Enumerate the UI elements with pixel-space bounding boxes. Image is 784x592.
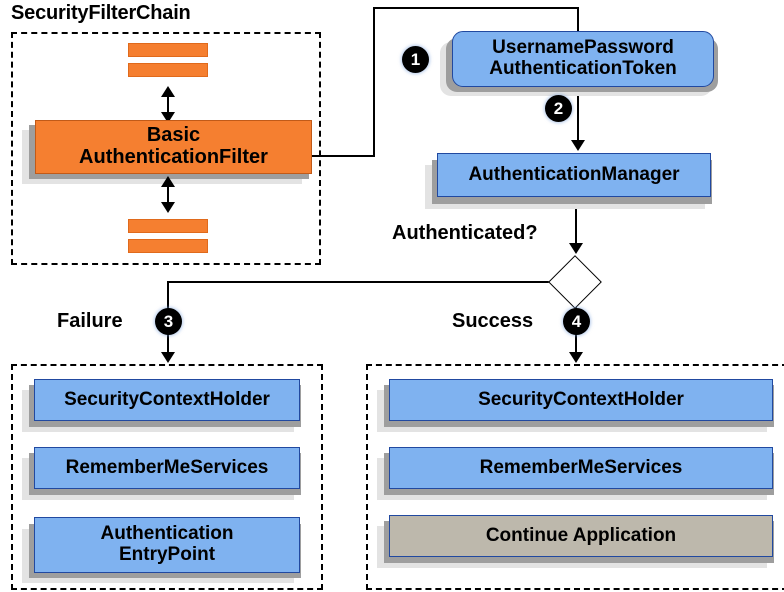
connector-filter-to-token-v1 bbox=[373, 7, 375, 156]
arrow-down-icon-manager-diamond bbox=[569, 243, 583, 254]
connector-manager-to-diamond bbox=[575, 197, 577, 247]
node-success-remember-me-services-label: RememberMeServices bbox=[479, 456, 683, 478]
node-token-line1: UsernamePassword bbox=[492, 37, 674, 59]
filter-bar-top-1 bbox=[128, 43, 208, 57]
node-failure-remember-me-services[interactable]: RememberMeServices bbox=[34, 447, 300, 489]
filter-connector-bottom bbox=[167, 180, 169, 210]
arrow-down-icon-failure bbox=[161, 352, 175, 363]
connector-filter-to-token-v2 bbox=[577, 7, 579, 33]
arrow-down-icon-success bbox=[569, 352, 583, 363]
label-authenticated-question: Authenticated? bbox=[392, 222, 538, 244]
node-username-password-authentication-token[interactable]: UsernamePassword AuthenticationToken bbox=[452, 31, 714, 87]
node-failure-security-context-holder-label: SecurityContextHolder bbox=[64, 388, 270, 410]
node-basic-authentication-filter-line2: AuthenticationFilter bbox=[79, 146, 268, 168]
connector-filter-to-token-h2 bbox=[373, 7, 579, 9]
arrow-down-icon-top bbox=[161, 112, 175, 123]
node-basic-authentication-filter[interactable]: Basic AuthenticationFilter bbox=[35, 120, 312, 174]
node-continue-application-label: Continue Application bbox=[485, 524, 677, 546]
group-success bbox=[366, 364, 784, 590]
node-success-security-context-holder-label: SecurityContextHolder bbox=[478, 388, 684, 410]
label-failure: Failure bbox=[57, 310, 123, 332]
decision-diamond-authenticated bbox=[548, 255, 602, 309]
label-success: Success bbox=[452, 310, 534, 332]
filter-bar-bottom-2 bbox=[128, 239, 208, 253]
connector-diamond-to-failure-h bbox=[167, 281, 556, 283]
arrow-down-icon-bottom bbox=[161, 202, 175, 213]
node-token-line2: AuthenticationToken bbox=[489, 58, 677, 79]
arrow-up-icon-bottom bbox=[161, 176, 175, 187]
node-continue-application[interactable]: Continue Application bbox=[389, 515, 773, 557]
node-failure-security-context-holder[interactable]: SecurityContextHolder bbox=[34, 379, 300, 421]
badge-step-4: 4 bbox=[563, 308, 590, 335]
node-success-remember-me-services[interactable]: RememberMeServices bbox=[389, 447, 773, 489]
badge-step-2: 2 bbox=[545, 95, 572, 122]
node-failure-remember-me-services-label: RememberMeServices bbox=[65, 456, 269, 478]
group-failure bbox=[11, 364, 323, 590]
group-security-filter-chain bbox=[11, 32, 321, 265]
arrow-down-icon-token-manager bbox=[571, 140, 585, 151]
node-authentication-manager-label: AuthenticationManager bbox=[468, 163, 680, 185]
filter-connector-top bbox=[167, 90, 169, 120]
node-success-security-context-holder[interactable]: SecurityContextHolder bbox=[389, 379, 773, 421]
badge-step-1: 1 bbox=[402, 46, 429, 73]
node-failure-authentication-entry-point-line2: EntryPoint bbox=[118, 544, 216, 565]
filter-bar-bottom-1 bbox=[128, 219, 208, 233]
connector-filter-to-token-h1 bbox=[311, 155, 375, 157]
node-failure-authentication-entry-point-line1: Authentication bbox=[100, 523, 234, 545]
connector-token-to-manager bbox=[577, 96, 579, 144]
group-title-security-filter-chain: SecurityFilterChain bbox=[11, 2, 191, 24]
arrow-up-icon-top bbox=[161, 86, 175, 97]
badge-step-3: 3 bbox=[155, 308, 182, 335]
node-failure-authentication-entry-point[interactable]: Authentication EntryPoint bbox=[34, 517, 300, 573]
filter-bar-top-2 bbox=[128, 63, 208, 77]
node-authentication-manager[interactable]: AuthenticationManager bbox=[437, 153, 711, 197]
node-basic-authentication-filter-line1: Basic bbox=[146, 124, 201, 147]
